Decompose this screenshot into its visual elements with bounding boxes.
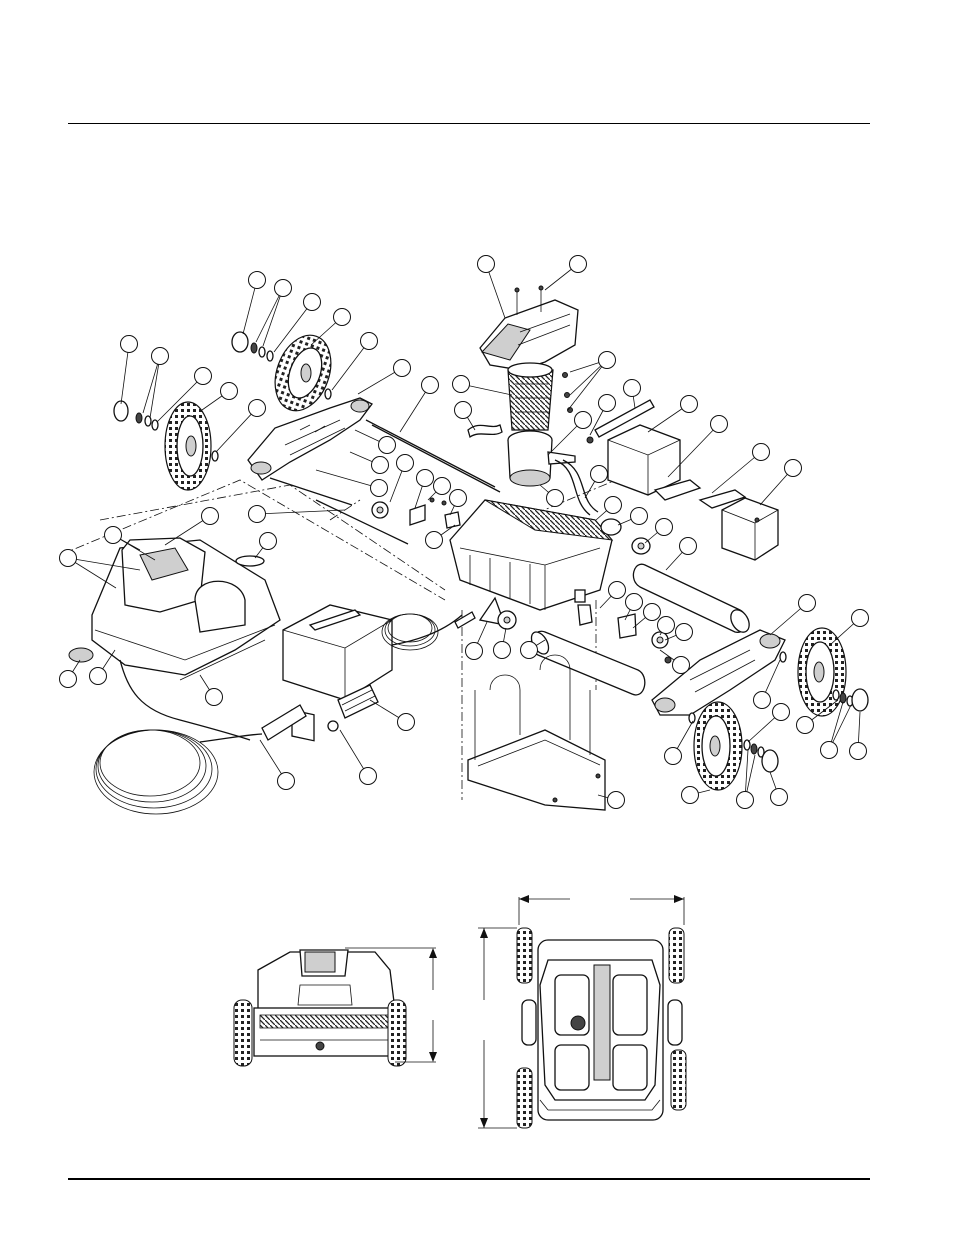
callout-circle: [466, 643, 483, 660]
callout-circle: [608, 792, 625, 809]
callout-circle: [821, 742, 838, 759]
callout-circle: [221, 383, 238, 400]
callout-circle: [397, 455, 414, 472]
callout-circle: [850, 743, 867, 760]
handle-label: [236, 556, 264, 566]
right-rear-wheel: [694, 702, 742, 790]
callout-circle: [773, 704, 790, 721]
left-side-plate: [248, 398, 372, 480]
callout-circle: [785, 460, 802, 477]
callout-circle: [394, 360, 411, 377]
callout-circle: [631, 508, 648, 525]
callout-circle: [455, 402, 472, 419]
cleaner-body: [69, 538, 280, 740]
roller-upper: [633, 564, 753, 635]
callout-circle: [681, 396, 698, 413]
callout-circle: [644, 604, 661, 621]
callout-circle: [676, 624, 693, 641]
rear-dimension-view: [234, 948, 437, 1066]
callout-circle: [682, 787, 699, 804]
callout-circle: [90, 668, 107, 685]
callout-circle: [799, 595, 816, 612]
callout-circle: [398, 714, 415, 731]
callout-circle: [771, 789, 788, 806]
left-rear-wheel: [165, 402, 211, 490]
callout-circle: [624, 380, 641, 397]
callout-circle: [626, 594, 643, 611]
callout-circle: [665, 748, 682, 765]
callout-circle: [453, 376, 470, 393]
callout-circle: [852, 610, 869, 627]
callout-circle: [379, 437, 396, 454]
callout-circle: [195, 368, 212, 385]
floating-cable-coil: [94, 730, 262, 814]
motor-box-upper: [608, 425, 700, 500]
callout-circle: [599, 352, 616, 369]
callout-circle: [275, 280, 292, 297]
filter-basket: [508, 363, 553, 430]
callout-circle: [249, 400, 266, 417]
callout-circle: [105, 527, 122, 544]
left-brackets: [372, 498, 460, 528]
callout-circle: [680, 538, 697, 555]
callout-circle: [521, 642, 538, 659]
callout-circle: [591, 466, 608, 483]
callout-circle: [575, 412, 592, 429]
callout-circle: [202, 508, 219, 525]
callout-circle: [599, 395, 616, 412]
swivel-connector: [262, 685, 378, 740]
callout-circle: [360, 768, 377, 785]
callout-circle: [547, 490, 564, 507]
callout-circle: [673, 657, 690, 674]
callout-circle: [417, 470, 434, 487]
callout-circle: [753, 444, 770, 461]
top-dimension-view: [478, 895, 686, 1128]
callout-circle: [152, 348, 169, 365]
bottom-frame: [468, 655, 605, 810]
motor-box-lower: [700, 490, 778, 560]
callout-circle: [434, 478, 451, 495]
callout-circle: [570, 256, 587, 273]
callout-circle: [260, 533, 277, 550]
callout-circle: [422, 377, 439, 394]
callout-circle: [711, 416, 728, 433]
callout-circle: [60, 550, 77, 567]
callout-circle: [304, 294, 321, 311]
power-cord: [382, 612, 475, 650]
callout-circle: [737, 792, 754, 809]
right-front-wheel: [798, 628, 846, 716]
roller-lower: [528, 629, 645, 695]
left-front-wheel: [265, 327, 341, 418]
callout-circle: [249, 506, 266, 523]
callout-circle: [372, 457, 389, 474]
callout-circle: [605, 497, 622, 514]
callout-circle: [494, 642, 511, 659]
callout-circle: [426, 532, 443, 549]
callout-circle: [450, 490, 467, 507]
callout-circle: [278, 773, 295, 790]
callout-circle: [478, 256, 495, 273]
callout-circle: [121, 336, 138, 353]
callout-circle: [371, 480, 388, 497]
callout-circle: [249, 272, 266, 289]
motor-top-cover: [480, 286, 578, 370]
callout-circle: [658, 617, 675, 634]
exploded-view: [60, 256, 869, 815]
callout-circle: [334, 309, 351, 326]
callout-circle: [797, 717, 814, 734]
callout-circle: [206, 689, 223, 706]
callout-circle: [754, 692, 771, 709]
callout-circle: [656, 519, 673, 536]
main-chassis: [450, 500, 612, 610]
callout-circle: [609, 582, 626, 599]
callout-circle: [60, 671, 77, 688]
callout-circle: [361, 333, 378, 350]
